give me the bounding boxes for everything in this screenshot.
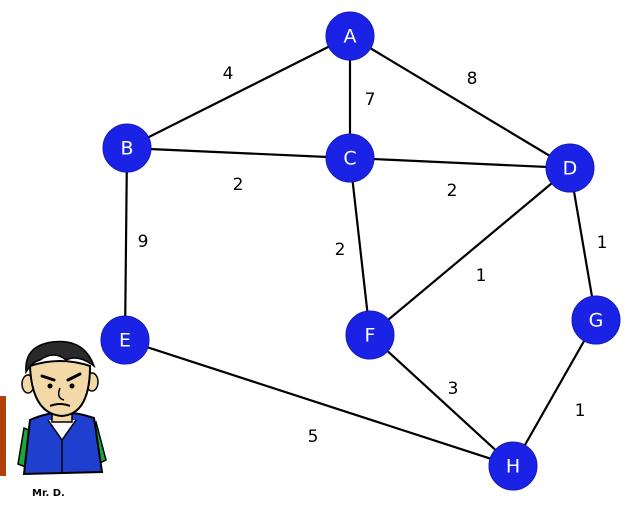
edge-weight-a-b: 4 <box>223 64 234 84</box>
edge-a-d <box>348 34 572 170</box>
node-a: A <box>325 11 375 61</box>
edge-weights-layer: 4 7 8 2 2 9 2 1 1 5 3 1 <box>138 64 608 447</box>
edge-a-b <box>125 34 352 150</box>
decorative-side-bar <box>0 396 6 476</box>
cartoon-man-icon <box>17 340 107 476</box>
node-c: C <box>325 133 375 183</box>
node-d: D <box>545 143 595 193</box>
edge-b-e <box>123 146 129 342</box>
node-label-h: H <box>506 456 520 478</box>
edge-weight-c-f: 2 <box>335 240 346 260</box>
edge-d-f <box>368 166 572 337</box>
node-label-e: E <box>119 330 131 352</box>
edge-weight-a-d: 8 <box>467 69 478 89</box>
node-b: B <box>102 123 152 173</box>
node-e: E <box>100 315 150 365</box>
node-circle-c <box>325 133 375 183</box>
node-circle-a <box>325 11 375 61</box>
edge-c-f <box>348 156 372 337</box>
edge-weight-a-c: 7 <box>365 90 376 110</box>
edge-weight-g-h: 1 <box>575 401 586 421</box>
node-f: F <box>345 310 395 360</box>
edge-weight-f-h: 3 <box>448 379 459 399</box>
edges-layer <box>123 34 598 468</box>
edge-weight-d-f: 1 <box>476 266 487 286</box>
mascot-caption: Mr. D. <box>32 488 65 499</box>
node-g: G <box>571 295 621 345</box>
node-circle-g <box>571 295 621 345</box>
node-label-g: G <box>589 310 604 332</box>
edge-d-g <box>568 166 598 322</box>
edge-weight-b-e: 9 <box>138 232 149 252</box>
node-circle-f <box>345 310 395 360</box>
edge-weight-c-d: 2 <box>447 181 458 201</box>
node-label-a: A <box>344 26 357 48</box>
edge-weight-e-h: 5 <box>308 427 319 447</box>
node-circle-e <box>100 315 150 365</box>
node-circle-h <box>488 441 538 491</box>
node-label-f: F <box>365 325 376 347</box>
node-circle-d <box>545 143 595 193</box>
nodes-layer: A B C D E F G H <box>100 11 621 491</box>
edge-weight-d-g: 1 <box>597 233 608 253</box>
edge-b-c <box>125 146 352 160</box>
edge-c-d <box>348 156 572 170</box>
node-circle-b <box>102 123 152 173</box>
node-label-c: C <box>343 148 356 170</box>
node-label-d: D <box>563 158 578 180</box>
edge-e-h <box>123 338 515 468</box>
edge-weight-b-c: 2 <box>233 175 244 195</box>
edge-g-h <box>511 318 598 468</box>
edge-f-h <box>368 333 515 468</box>
node-h: H <box>488 441 538 491</box>
node-label-b: B <box>120 138 133 160</box>
